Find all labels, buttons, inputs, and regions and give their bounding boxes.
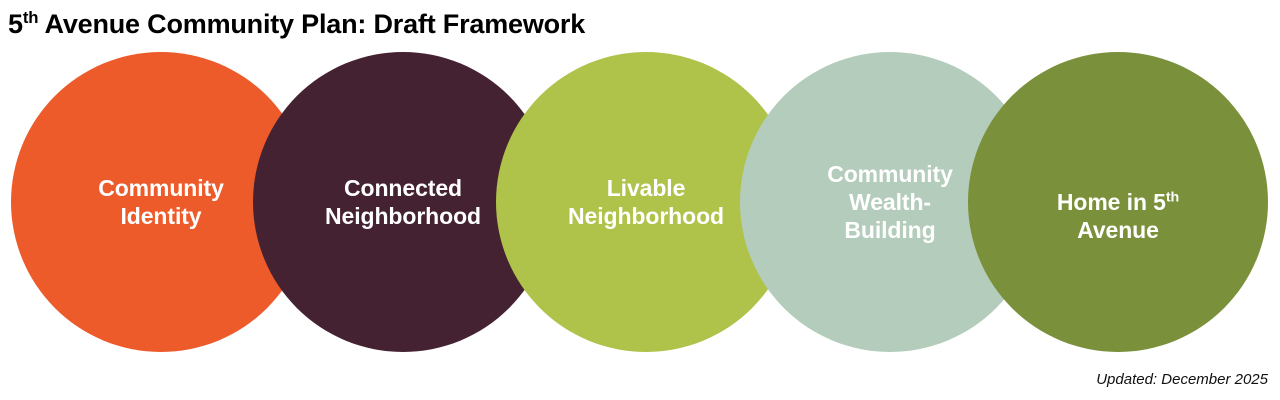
- updated-timestamp: Updated: December 2025: [1096, 371, 1268, 388]
- circle-home-in-5th-avenue[interactable]: Home in 5th Avenue: [968, 52, 1268, 352]
- circle-label-home-in-5th-avenue: Home in 5th Avenue: [1027, 160, 1209, 244]
- circle-label-rest: Avenue: [1077, 217, 1159, 244]
- page-title-superscript: th: [22, 8, 39, 27]
- circle-label-community-wealth-building: Community Wealth- Building: [827, 160, 953, 244]
- page-title-rest: Avenue Community Plan: Draft Framework: [38, 9, 586, 39]
- circle-label-prefix: Home in 5: [1056, 188, 1166, 215]
- circle-label-connected-neighborhood: Connected Neighborhood: [325, 174, 481, 229]
- circle-label-community-identity: Community Identity: [98, 174, 224, 229]
- page-title-prefix: 5: [8, 9, 23, 39]
- circle-label-superscript: th: [1165, 189, 1180, 206]
- page-title: 5th Avenue Community Plan: Draft Framewo…: [8, 8, 585, 42]
- circle-label-livable-neighborhood: Livable Neighborhood: [568, 174, 724, 229]
